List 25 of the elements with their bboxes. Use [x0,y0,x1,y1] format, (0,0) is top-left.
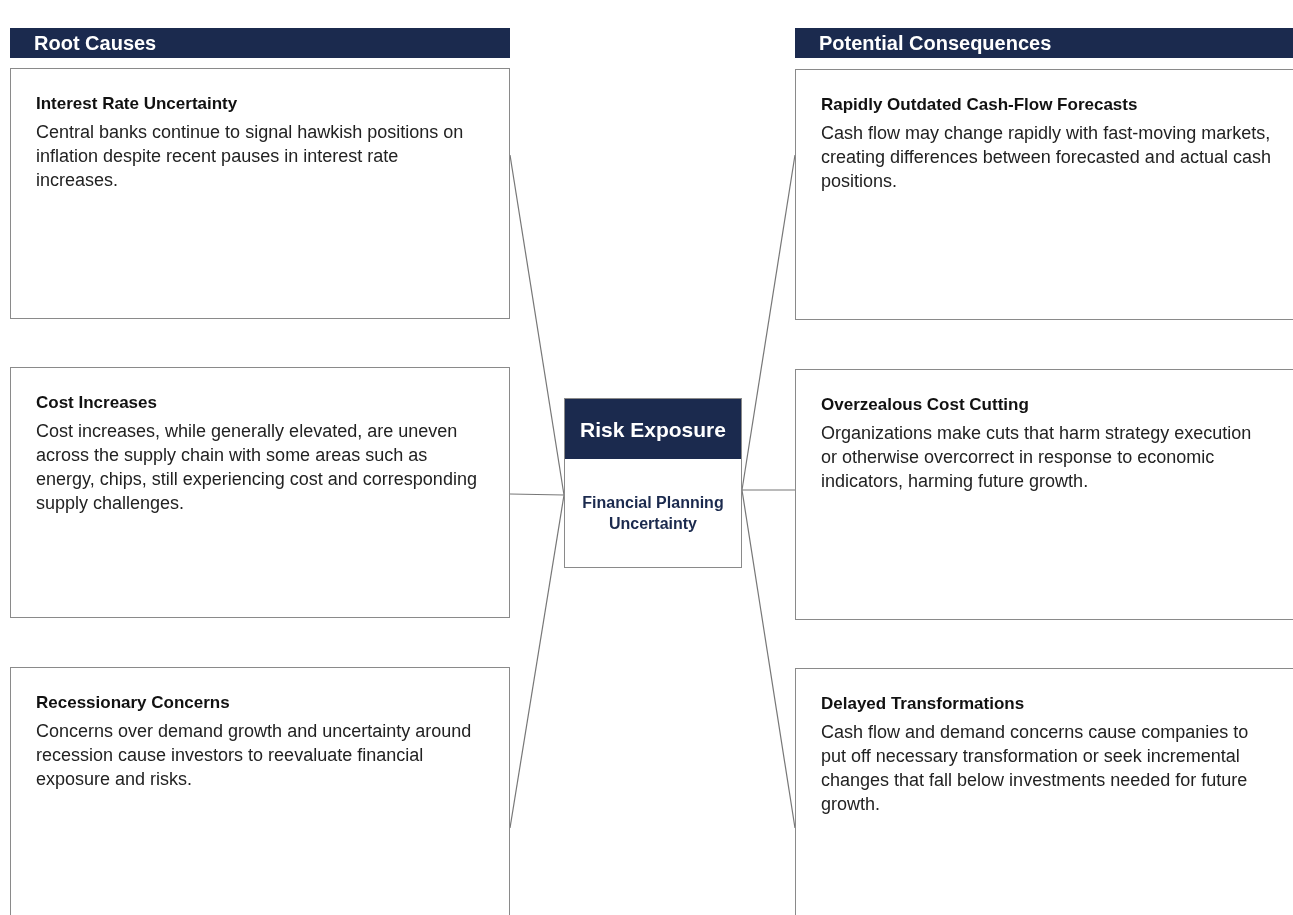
section-header: Root Causes [10,28,510,58]
info-card [10,667,510,915]
center-box [564,398,742,568]
section-header: Potential Consequences [795,28,1293,58]
card-text: Concerns over demand growth and uncertainty around recession cause investors to reevaluate financial exposure and risks. [36,719,473,791]
info-card [795,369,1293,620]
card-heading: Overzealous Cost Cutting [821,394,1030,416]
card-heading: Rapidly Outdated Cash-Flow Forecasts [821,94,1139,116]
info-card [10,367,510,618]
card-text: Cash flow may change rapidly with fast-moving markets, creating differences between forecasted and actual cash positions. [821,121,1271,193]
card-text: Organizations make cuts that harm strategy execution or otherwise overcorrect in response to economic indicators, harming future growth. [821,421,1253,493]
info-card [795,69,1293,320]
info-card [795,668,1293,915]
card-text: Cost increases, while generally elevated, are uneven across the supply chain with some areas such as energy, chips, still experiencing cost and corresponding supply challenges. [36,419,478,515]
connector-line [741,489,796,491]
center-heading: Risk Exposure [580,417,726,441]
info-card [10,68,510,319]
card-heading: Delayed Transformations [821,693,1026,715]
connector-line [509,493,565,496]
card-text: Cash flow and demand concerns cause companies to put off necessary transformation or seek incremental changes that fall below investments needed for future growth. [821,720,1250,816]
center-text: Financial Planning Uncertainty [581,493,725,534]
card-heading: Interest Rate Uncertainty [36,93,239,115]
card-heading: Recessionary Concerns [36,692,231,714]
card-heading: Cost Increases [36,392,158,414]
card-text: Central banks continue to signal hawkish positions on inflation despite recent pauses in interest rate increases. [36,120,465,192]
